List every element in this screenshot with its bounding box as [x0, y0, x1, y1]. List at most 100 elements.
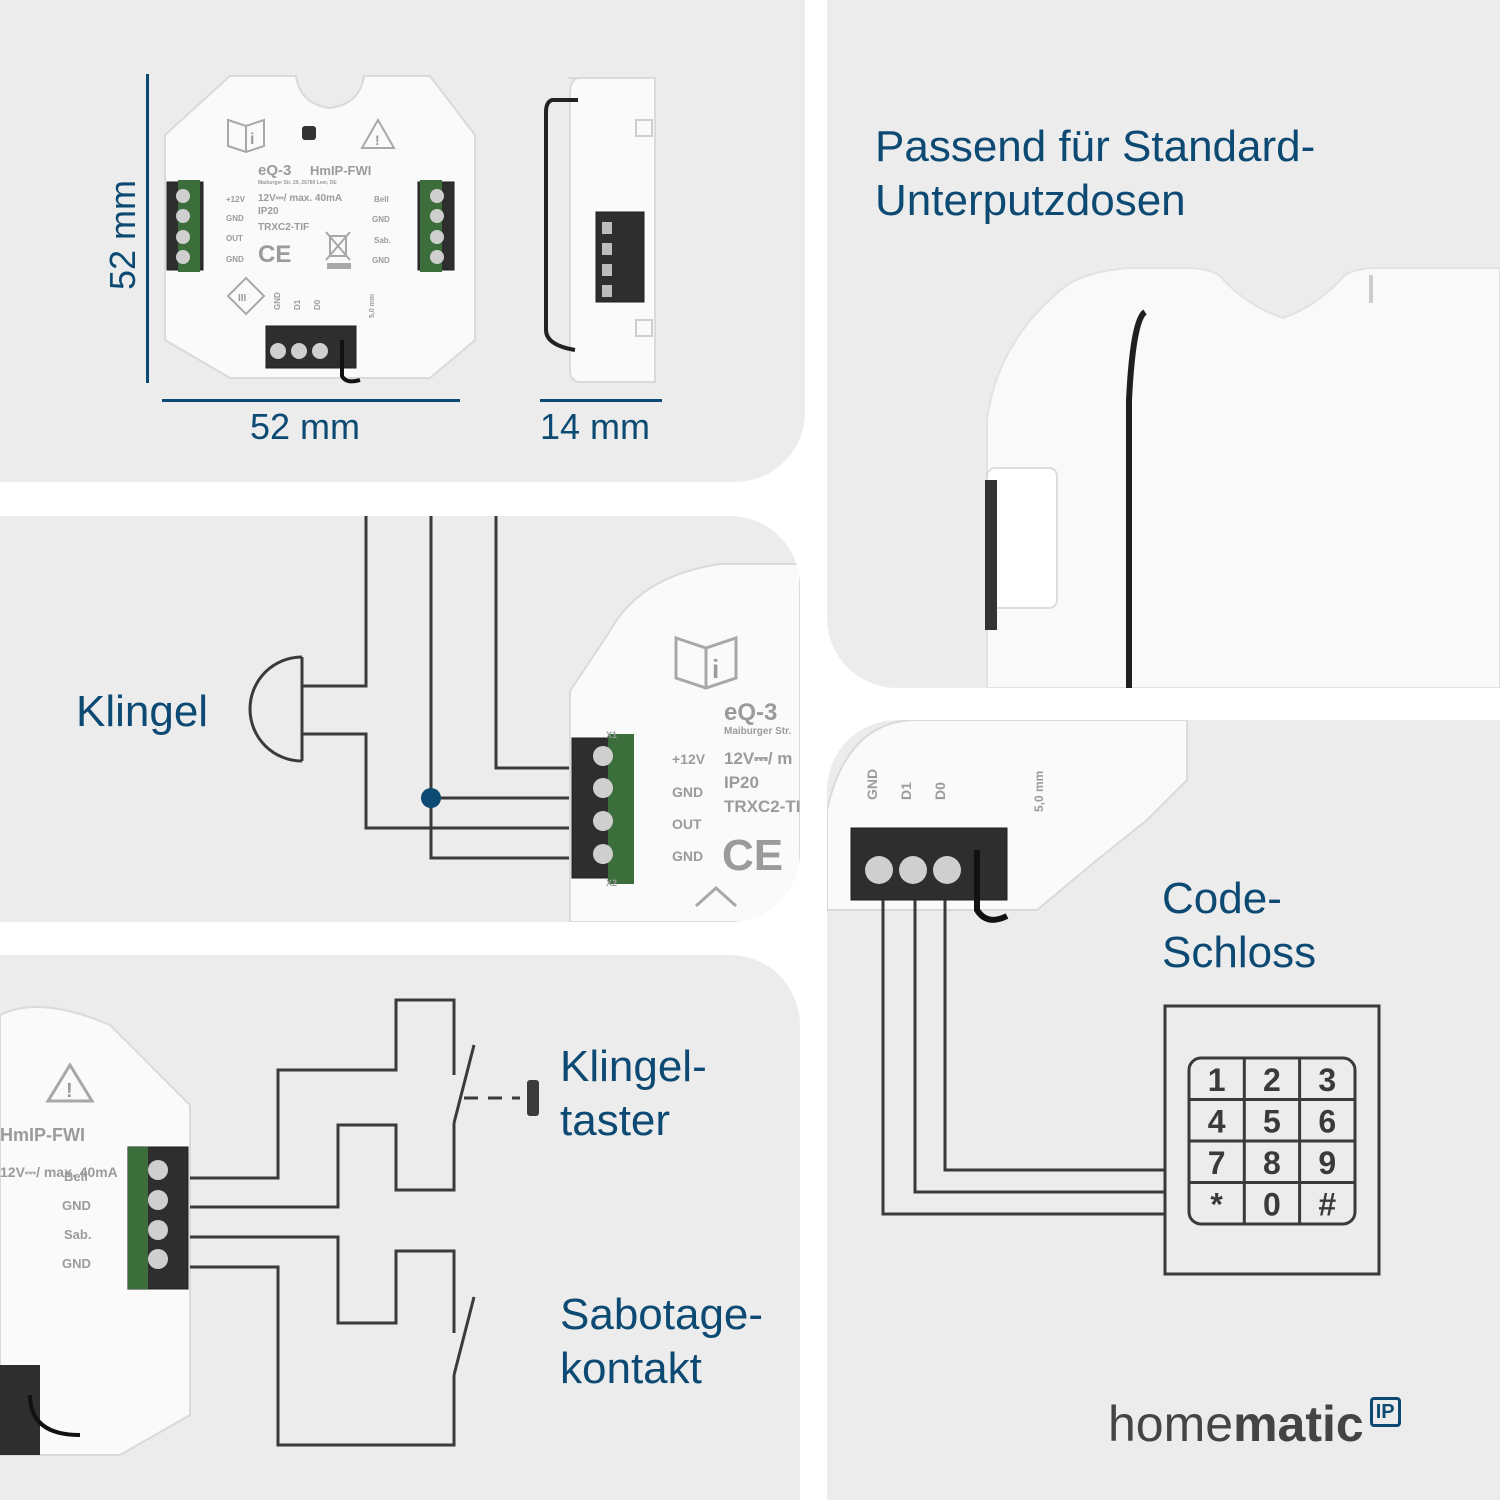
- ce-mark-icon: CE: [722, 831, 783, 880]
- left-terminal-label: GND: [672, 848, 703, 864]
- warning-triangle-icon: !: [360, 117, 396, 149]
- weee-bin-icon: [325, 231, 351, 269]
- device-brand-mark: eQ-3: [258, 162, 291, 179]
- device-address: Maiburger Str.: [724, 726, 791, 737]
- device-rating: 12V⎓/ m: [724, 749, 792, 768]
- side-terminal-block: [595, 211, 645, 303]
- width-dimension-line: [162, 399, 460, 402]
- button-tamper-panel: Klingel- taster Sabotage- kontakt ! HmIP…: [0, 955, 800, 1500]
- bell-wiring-diagram: i eQ-3 Maiburger Str. 12V⎓/ m IP20 TRXC2…: [248, 516, 800, 922]
- keypad-key: #: [1318, 1186, 1336, 1222]
- ce-mark-icon: CE: [258, 241, 291, 268]
- svg-text:!: !: [66, 1080, 73, 1102]
- svg-text:i: i: [250, 131, 254, 148]
- device-model: HmIP-FWI: [0, 1125, 85, 1145]
- bottom-terminal-label: D0: [313, 299, 322, 310]
- device-model: HmIP-FWI: [310, 163, 371, 178]
- keypad-key: 8: [1263, 1145, 1281, 1181]
- keypad-key: 6: [1318, 1103, 1336, 1139]
- bottom-terminal-label: GND: [273, 292, 282, 310]
- left-terminal-label: +12V: [226, 195, 246, 204]
- right-terminal-label: Bell: [64, 1169, 88, 1184]
- left-terminal-label: OUT: [226, 234, 243, 243]
- device-rating: 12V⎓/ max. 40mA: [0, 1164, 118, 1180]
- keypad-key: 5: [1263, 1103, 1281, 1139]
- status-led: [302, 126, 316, 140]
- device-trx: TRXC2-TIF: [258, 222, 309, 233]
- bottom-terminal-label: D1: [293, 299, 302, 310]
- class-iii-icon: III: [226, 276, 266, 316]
- right-terminal-label: GND: [372, 256, 390, 265]
- bottom-terminal-label: D0: [932, 782, 948, 800]
- bell-label: Klingel: [76, 687, 209, 736]
- left-terminal-label: +12V: [672, 751, 706, 767]
- terminal-block: [127, 1146, 189, 1290]
- class-iii-icon: [694, 885, 738, 908]
- right-terminal-block: [417, 180, 455, 272]
- keypad-key: 7: [1208, 1145, 1226, 1181]
- code-lock-panel: Code- Schloss GND D1 D0 5,0 mm 1 2 3 4 5 6 7 8 9…: [827, 720, 1500, 1500]
- right-terminal-label: Bell: [374, 195, 389, 204]
- height-dimension-line: [146, 74, 149, 383]
- manual-book-icon: i: [674, 635, 738, 690]
- keypad-key: 3: [1318, 1062, 1336, 1098]
- measure-mark: 5,0 mm: [1032, 771, 1046, 812]
- right-terminal-label: Sab.: [374, 236, 391, 245]
- warning-triangle-icon: !: [45, 1062, 95, 1103]
- bell-button-label: Klingel- taster: [560, 1042, 707, 1145]
- tamper-switch: [452, 1296, 476, 1376]
- bottom-terminal-block: [265, 325, 361, 384]
- terminal-block-x: [571, 734, 634, 884]
- bell-button-cap: [527, 1080, 539, 1116]
- bottom-terminal-label: GND: [864, 769, 880, 800]
- bottom-terminal-label: D1: [898, 782, 914, 800]
- code-lock-housing: [1163, 1004, 1381, 1276]
- device-address: Maiburger Str. 29, 26789 Leer, DE: [258, 180, 337, 186]
- device-front-view: i ! eQ-3 HmIP-FWI Maiburger Str. 29, 267…: [164, 75, 476, 384]
- device-ip: IP20: [258, 206, 279, 217]
- device-brand-mark: eQ-3: [724, 699, 777, 726]
- depth-dimension-line: [540, 399, 662, 402]
- keypad-key: 0: [1263, 1186, 1281, 1222]
- manual-book-icon: i: [227, 118, 265, 154]
- bell-button-switch: [452, 1044, 476, 1124]
- code-lock-label: Code- Schloss: [1162, 874, 1317, 977]
- device-side-view: [544, 77, 656, 383]
- keypad-key: 2: [1263, 1062, 1281, 1098]
- bell-wiring-panel: Klingel i eQ-3 Maiburger Str. 12V⎓/ m IP…: [0, 516, 800, 922]
- device-closeup: [985, 267, 1500, 688]
- dimensions-panel: 52 mm 52 mm 14 mm i ! eQ-3 HmIP-FWI Maib…: [0, 0, 805, 482]
- svg-text:III: III: [238, 293, 247, 304]
- device-ip: IP20: [724, 773, 759, 792]
- right-terminal-label: GND: [62, 1198, 91, 1213]
- keypad-key: 4: [1208, 1103, 1226, 1139]
- fit-headline: Passend für Standard- Unterputzdosen: [875, 122, 1316, 225]
- tamper-label: Sabotage- kontakt: [560, 1290, 764, 1393]
- left-terminal-label: OUT: [672, 816, 702, 832]
- keypad-key: 1: [1208, 1062, 1226, 1098]
- right-terminal-label: GND: [62, 1256, 91, 1271]
- code-lock-diagram: GND D1 D0 5,0 mm 1 2 3 4 5 6 7 8 9 * 0 #: [827, 720, 1381, 1276]
- left-terminal-label: GND: [672, 784, 703, 800]
- left-terminal-label: GND: [226, 214, 244, 223]
- svg-text:i: i: [712, 654, 719, 684]
- right-terminal-label: Sab.: [64, 1227, 91, 1242]
- keypad-key: 9: [1318, 1145, 1336, 1181]
- left-terminal-block: [166, 180, 204, 272]
- terminal-x1-label: X1: [606, 730, 617, 740]
- right-terminal-label: GND: [372, 215, 390, 224]
- bottom-terminal-block: [850, 827, 1009, 923]
- bell-symbol-icon: [248, 655, 303, 763]
- measure-mark: 5,0 mm: [369, 294, 376, 318]
- button-tamper-diagram: ! HmIP-FWI 12V⎓/ max. 40mA Bell GND Sab.…: [0, 998, 539, 1456]
- junction-dot: [421, 788, 441, 808]
- keypad-key: *: [1210, 1186, 1223, 1222]
- device-rating: 12V⎓/ max. 40mA: [258, 193, 342, 204]
- device-trx: TRXC2-TIF: [724, 797, 800, 816]
- left-terminal-label: GND: [226, 255, 244, 264]
- terminal-x2-label: X2: [606, 878, 617, 888]
- depth-dimension-label: 14 mm: [540, 406, 651, 447]
- width-dimension-label: 52 mm: [250, 406, 361, 447]
- svg-text:!: !: [375, 132, 380, 148]
